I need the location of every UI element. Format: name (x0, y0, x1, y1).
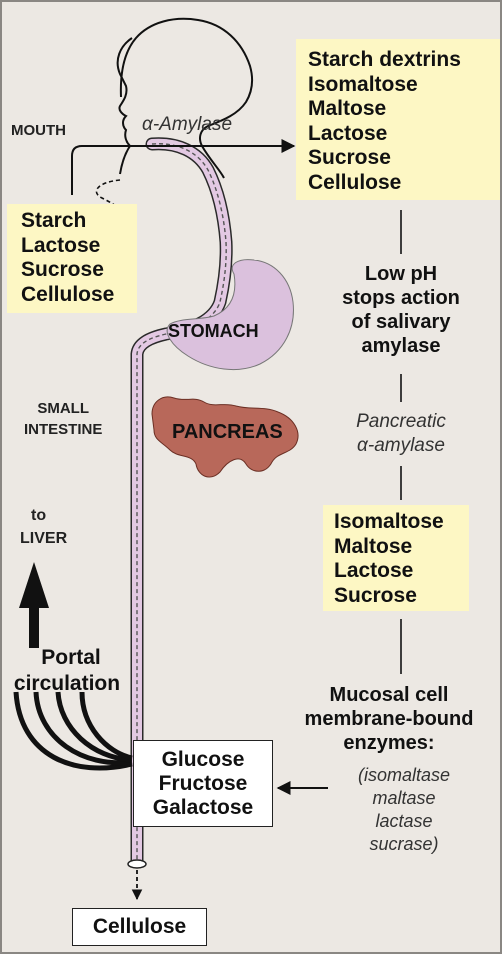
to-liver-label: to LIVER (20, 507, 68, 547)
input-box: Starch Lactose Sucrose Cellulose (7, 204, 137, 313)
liver-arrow-shaft (29, 600, 39, 648)
pancreas-label: PANCREAS (172, 421, 283, 443)
mucosal-enzymes-list: (isomaltase maltase lactase sucrase) (357, 765, 451, 854)
portal-circulation-label: Portal circulation (13, 646, 121, 695)
tract-flow-line (136, 143, 227, 862)
salivary-enzyme-label: α-Amylase (142, 114, 233, 135)
absorbed-sugars-box: Glucose Fructose Galactose (133, 740, 273, 827)
low-ph-note: Low pH stops action of salivary amylase (342, 263, 460, 357)
stomach-label: STOMACH (168, 321, 259, 341)
mucosal-enzymes-heading: Mucosal cell membrane-bound enzymes: (304, 684, 474, 754)
tract-end (127, 859, 147, 869)
stomach (166, 259, 294, 370)
pancreas (151, 396, 299, 478)
mouth-dashed-line (95, 179, 129, 280)
small-intestine-label: SMALL INTESTINE (24, 400, 103, 438)
mouth-products-box: Starch dextrins Isomaltose Maltose Lacto… (296, 39, 500, 200)
mouth-label: MOUTH (11, 122, 66, 139)
excreted-cellulose-box: Cellulose (72, 908, 207, 946)
liver-arrow-head (19, 562, 49, 608)
pancreatic-enzyme: Pancreatic α-amylase (356, 411, 446, 456)
intestine-products-box: Isomaltose Maltose Lactose Sucrose (323, 505, 469, 611)
head-profile (119, 17, 254, 179)
mouth-flow-line (71, 139, 296, 195)
portal-vessel (13, 691, 133, 771)
